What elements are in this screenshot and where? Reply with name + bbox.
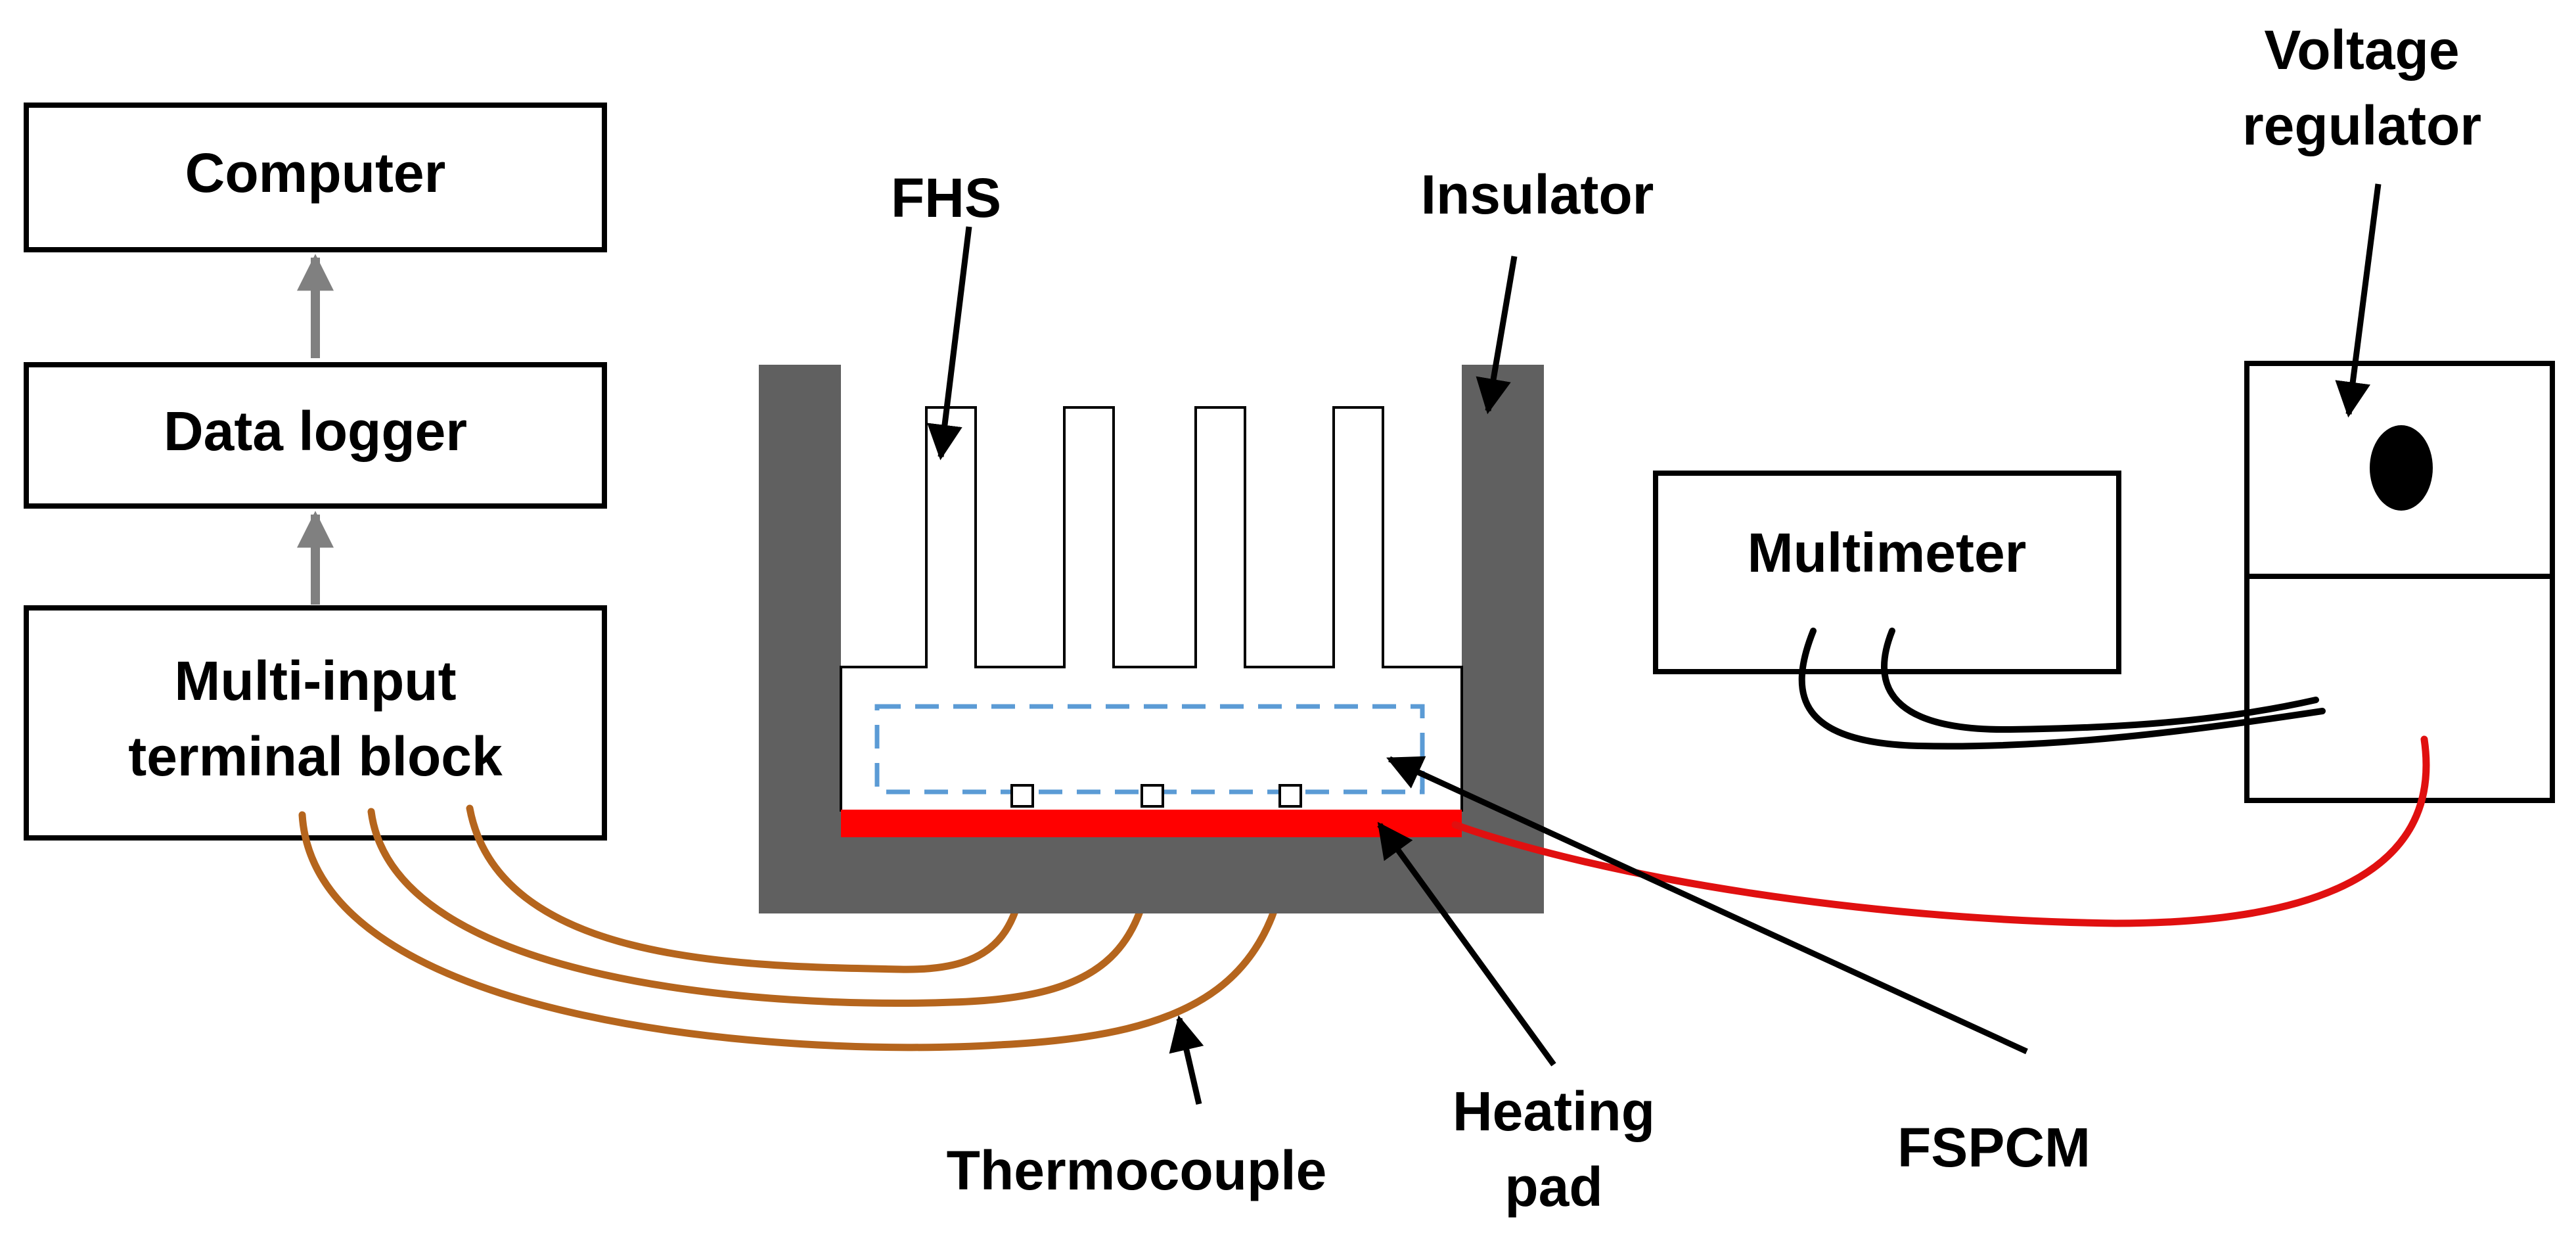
fhs-label: FHS (891, 167, 1001, 229)
thermocouple-notches (1010, 784, 1302, 808)
fspcm-label: FSPCM (1897, 1117, 2090, 1178)
thermocouple-wire-2 (367, 801, 1157, 1007)
computer-label: Computer (185, 142, 446, 204)
thermocouple-notch-1 (1010, 784, 1034, 808)
fhs-pointer-arrow (927, 226, 972, 461)
insulator-left-wall (759, 365, 841, 913)
multimeter-lead-1 (1798, 628, 2326, 750)
terminal-block-box (24, 605, 607, 841)
pointer-arrows (927, 183, 2382, 1105)
power-wire (1451, 735, 2430, 927)
insulator-label: Insulator (1421, 164, 1654, 225)
thermocouple-pointer-arrow (1169, 1015, 1204, 1105)
computer-box (24, 103, 607, 252)
voltage-regulator-label-line2: regulator (2242, 95, 2481, 156)
multimeter-label: Multimeter (1748, 522, 2027, 584)
data-logger-label: Data logger (164, 400, 467, 462)
thermocouple-wire-3 (298, 801, 1295, 1051)
multimeter-lead-2 (1881, 628, 2319, 733)
fspcm-region (874, 704, 1425, 795)
thermocouple-label: Thermocouple (947, 1140, 1327, 1201)
thermocouple-notch-3 (1278, 784, 1302, 808)
voltage-regulator-label-line1: Voltage (2264, 19, 2459, 81)
voltage-regulator-pointer-arrow (2335, 183, 2382, 418)
heating-pad (841, 810, 1462, 837)
voltage-regulator-knob (2370, 425, 2433, 511)
multimeter-leads (1798, 628, 2326, 750)
data-logger-box (24, 362, 607, 509)
fhs-heat-sink (840, 406, 1463, 812)
heating-pad-label-line1: Heating (1453, 1080, 1655, 1142)
insulator-pointer-arrow (1476, 256, 1518, 415)
thermocouple-wires (298, 801, 1295, 1051)
terminal-block-label-line2: terminal block (128, 726, 503, 787)
fspcm-pointer-arrow (1386, 756, 2028, 1055)
insulator-base (759, 835, 1544, 913)
heating-pad-label-line2: pad (1504, 1156, 1602, 1218)
terminal-block-label-line1: Multi-input (174, 650, 456, 712)
thermocouple-notch-2 (1141, 784, 1164, 808)
thermocouple-wire-1 (466, 801, 1029, 973)
insulator-container (759, 365, 1544, 913)
heating-pad-pointer-arrow (1377, 821, 1556, 1067)
